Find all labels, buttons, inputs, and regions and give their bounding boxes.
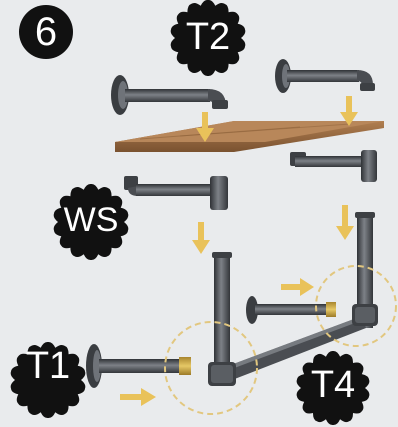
- ws-elbow-tee: [124, 176, 228, 210]
- arrow-down-ws: [192, 222, 210, 254]
- wood-shelf: [115, 121, 384, 152]
- badge-t1: T1: [10, 345, 86, 385]
- arrow-right-t1: [120, 388, 156, 406]
- t1-long-pipe: [86, 344, 191, 388]
- t4-tee-fitting: [352, 304, 378, 326]
- t1-tee-fitting: [208, 362, 236, 386]
- arrow-down-right-pipe: [336, 205, 354, 240]
- badge-t4: T4: [295, 364, 371, 404]
- badge-ws: WS: [53, 199, 129, 237]
- step-number: 6: [20, 8, 72, 52]
- badge-t2: T2: [170, 16, 246, 56]
- vertical-pipe-left: [212, 252, 232, 372]
- t2-flange-elbow-left: [111, 75, 228, 115]
- t2-flange-elbow-right: [275, 59, 375, 93]
- arrow-right-t4: [281, 278, 314, 296]
- t4-short-pipe: [246, 296, 336, 324]
- tee-under-shelf-right: [290, 150, 377, 182]
